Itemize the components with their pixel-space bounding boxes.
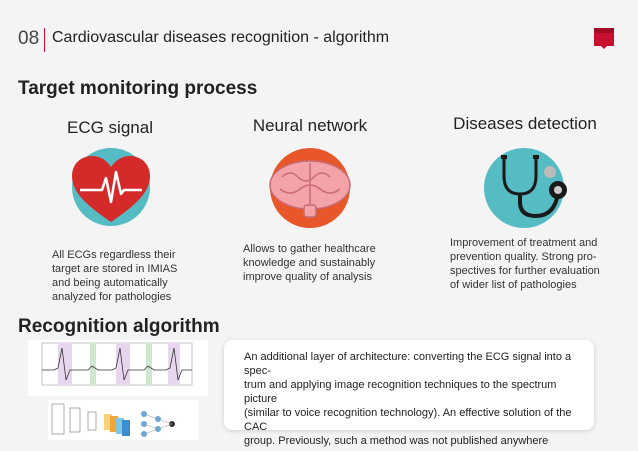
stethoscope-icon	[501, 155, 567, 219]
column-text-neural: Allows to gather healthcare knowledge an…	[243, 243, 376, 283]
slide-title: Cardiovascular diseases recognition - al…	[52, 29, 390, 46]
ecg-plot-figure	[28, 340, 208, 396]
column-title-diseases: Diseases detection	[453, 114, 597, 133]
section-title-recognition: Recognition algorithm	[18, 316, 220, 337]
title-divider	[44, 28, 45, 52]
brand-logo-icon	[594, 28, 614, 49]
brain-icon	[269, 160, 351, 218]
description-card-text: An additional layer of architecture: con…	[244, 351, 572, 447]
network-diagram-figure	[48, 400, 198, 440]
column-text-diseases: Improvement of treatment and prevention …	[450, 237, 600, 291]
section-title-monitoring: Target monitoring process	[18, 78, 258, 99]
ecg-plot-image	[41, 342, 193, 386]
description-card	[224, 340, 594, 430]
column-title-ecg: ECG signal	[67, 118, 153, 137]
network-diagram-image	[51, 403, 175, 437]
heart-ecg-icon	[72, 156, 150, 222]
slide-number: 08	[18, 28, 40, 49]
column-text-ecg: All ECGs regardless their target are sto…	[52, 249, 178, 303]
column-title-neural: Neural network	[252, 116, 368, 135]
